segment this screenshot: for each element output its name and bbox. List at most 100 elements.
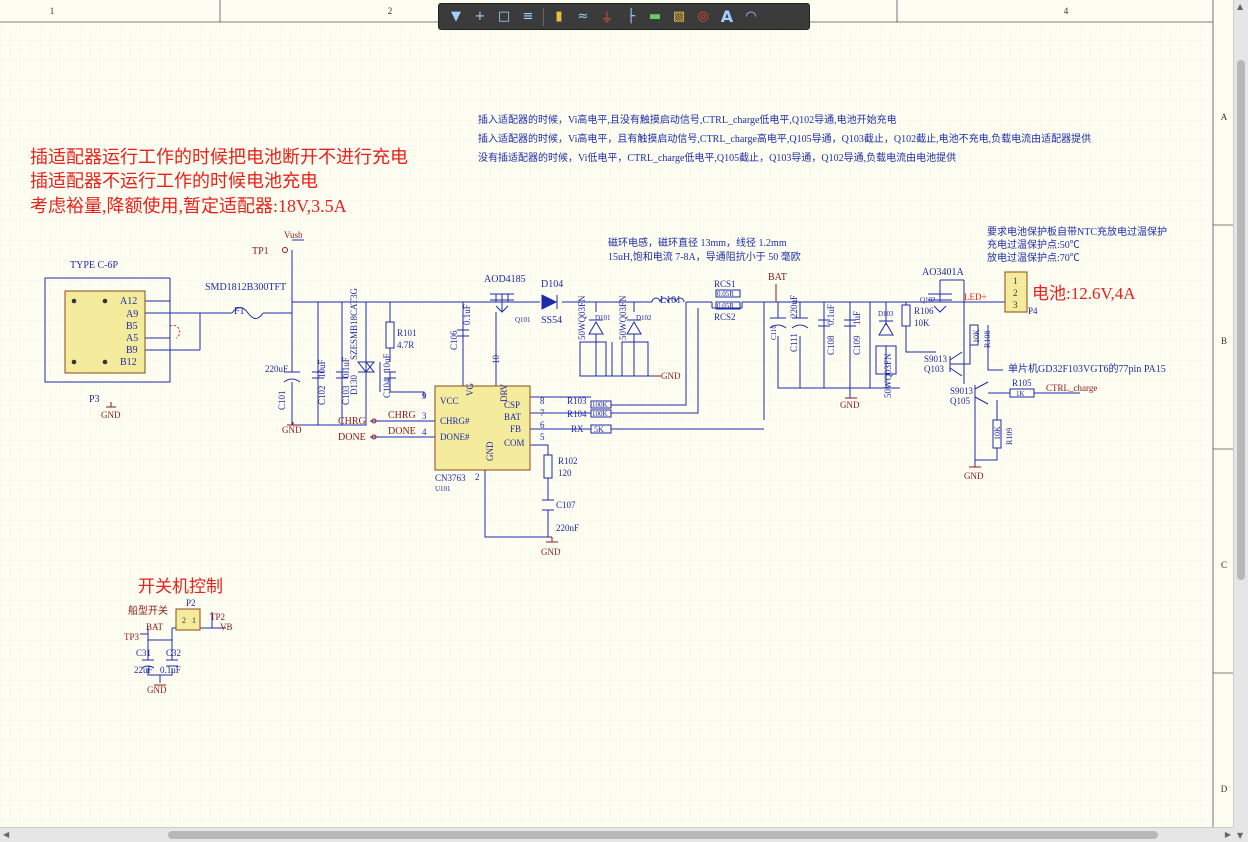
gnd-label-ic: GND (541, 547, 561, 557)
arc-icon[interactable]: ◠ (745, 9, 757, 24)
note-battery-req-1: 要求电池保护板自带NTC充放电过温保护 (987, 225, 1167, 238)
r101-value: 4.7R (397, 340, 414, 350)
c111-label: C111 (789, 333, 799, 352)
row-label-c: C (1221, 560, 1227, 570)
d102-value: 50WQ03FN (618, 295, 628, 340)
ic-name: CN3763 (435, 473, 466, 483)
resistor-r102[interactable] (543, 454, 553, 479)
capacitor-c106[interactable] (457, 329, 469, 337)
horizontal-scrollbar[interactable]: ◀ ▶ (0, 827, 1234, 842)
c109-value: 1uF (852, 311, 862, 325)
scroll-down-icon[interactable]: ▼ (1237, 831, 1244, 840)
resistor-r106[interactable] (901, 304, 911, 327)
d101-value: 50WQ03FN (577, 295, 587, 340)
pin-b12: B12 (120, 357, 137, 368)
align-icon[interactable]: ≡ (522, 9, 534, 24)
resistor-rx[interactable] (590, 424, 612, 434)
row-label-a: A (1221, 112, 1228, 122)
fuse-f1[interactable] (231, 307, 264, 319)
ic-pnum-3: 3 (422, 411, 427, 421)
capacitor-c32[interactable] (166, 659, 178, 667)
capacitor-c104[interactable] (384, 371, 396, 379)
pin-a5: A5 (126, 333, 138, 344)
capacitor-c110[interactable] (769, 317, 787, 329)
mosfet-q101[interactable] (490, 293, 514, 313)
charger-ic-cn3763[interactable] (434, 385, 531, 471)
chrg-net-port[interactable] (371, 418, 377, 424)
note-inductor-2: 15uH,饱和电流 7-8A，导通阻抗小于 50 毫欧 (608, 250, 801, 263)
vusb-label: Vusb (284, 230, 303, 240)
tvs-diode-d130[interactable] (356, 352, 376, 385)
text-icon[interactable]: A (720, 7, 734, 26)
bus-icon[interactable]: ≈ (577, 9, 589, 24)
fuse-label: SMD1812B300TFT (205, 282, 286, 293)
c108-label: C108 (826, 335, 836, 355)
rcs1-label: RCS1 (714, 279, 736, 289)
capacitor-c111[interactable] (791, 317, 809, 329)
capacitor-c31[interactable] (141, 659, 155, 669)
diode-d103[interactable] (875, 320, 897, 375)
capacitor-c101[interactable] (283, 371, 301, 383)
diode-d101[interactable] (579, 319, 607, 377)
capacitor-c109[interactable] (844, 319, 856, 327)
resistor-r108[interactable] (969, 324, 979, 346)
port-icon[interactable]: ├ (627, 9, 635, 24)
capacitor-c107[interactable] (542, 499, 554, 511)
net-label-icon[interactable]: ▬ (648, 9, 662, 24)
c110-label: C110 (770, 325, 778, 340)
capacitor-c102[interactable] (312, 371, 324, 379)
diode-d104[interactable] (541, 294, 558, 310)
gnd-label-diodes: GND (661, 371, 681, 381)
power-switch-title: 开关机控制 (138, 577, 223, 596)
scroll-up-icon[interactable]: ▲ (1237, 2, 1244, 11)
scroll-left-icon[interactable]: ◀ (3, 830, 10, 839)
rx-label: RX (571, 424, 584, 434)
done-net-port[interactable] (371, 434, 377, 440)
component-icon[interactable]: ▮ (555, 9, 563, 24)
transistor-q103[interactable] (949, 351, 963, 377)
resistor-r109[interactable] (992, 419, 1002, 449)
col-label-1: 1 (50, 6, 55, 16)
pin-b5: B5 (126, 321, 138, 332)
battery-connector-p4[interactable]: 1 2 3 (1004, 271, 1028, 313)
current-sense-resistors[interactable] (715, 289, 741, 310)
inductor-l101[interactable] (651, 297, 685, 303)
resistor-r101[interactable] (385, 321, 395, 349)
pin-b9: B9 (126, 345, 138, 356)
transistor-q105[interactable] (974, 381, 1003, 405)
filter-icon[interactable]: ▼ (451, 9, 461, 24)
tp1-label: TP1 (252, 246, 269, 257)
ground-icon[interactable]: ⏚ (600, 11, 614, 26)
typec-connector[interactable]: A12 A9 B5 A5 B9 B12 (64, 290, 146, 374)
gnd-symbols (106, 375, 981, 686)
c31-label: C31 (136, 648, 151, 658)
chrg-net-label: CHRG (338, 416, 366, 427)
horizontal-scroll-thumb[interactable] (168, 831, 1158, 839)
scroll-right-icon[interactable]: ▶ (1224, 830, 1231, 839)
row-label-d: D (1221, 784, 1228, 794)
capacitor-c103[interactable] (336, 371, 348, 379)
resistor-r104[interactable] (590, 409, 612, 418)
p4-pin-2: 2 (1013, 288, 1018, 298)
q101-label: Q101 (515, 316, 531, 324)
select-rect-icon[interactable]: □ (497, 9, 511, 24)
capacitor-c108[interactable] (818, 319, 830, 327)
crosshair-icon[interactable]: + (474, 9, 486, 24)
r102-value: 120 (558, 468, 572, 478)
r103-value: 100K (592, 401, 608, 409)
r105-label: R105 (1012, 378, 1032, 388)
resistor-r103[interactable] (590, 400, 612, 409)
boat-switch-p2[interactable]: 2 1 (175, 608, 201, 631)
diode-d102[interactable] (621, 319, 649, 377)
ic-ref: U101 (435, 485, 451, 493)
vertical-scrollbar[interactable]: ▲ ▼ (1233, 0, 1248, 842)
mosfet-q102[interactable] (928, 293, 952, 313)
ic-pin-vg: VG (465, 383, 475, 396)
vertical-scroll-thumb[interactable] (1237, 60, 1245, 580)
resistor-r105[interactable] (1009, 388, 1035, 398)
part-icon[interactable]: ▧ (672, 9, 686, 24)
p4-pin-1: 1 (1013, 276, 1018, 286)
tp1-point[interactable] (282, 247, 288, 253)
power-port-icon[interactable]: ◎ (697, 9, 709, 24)
